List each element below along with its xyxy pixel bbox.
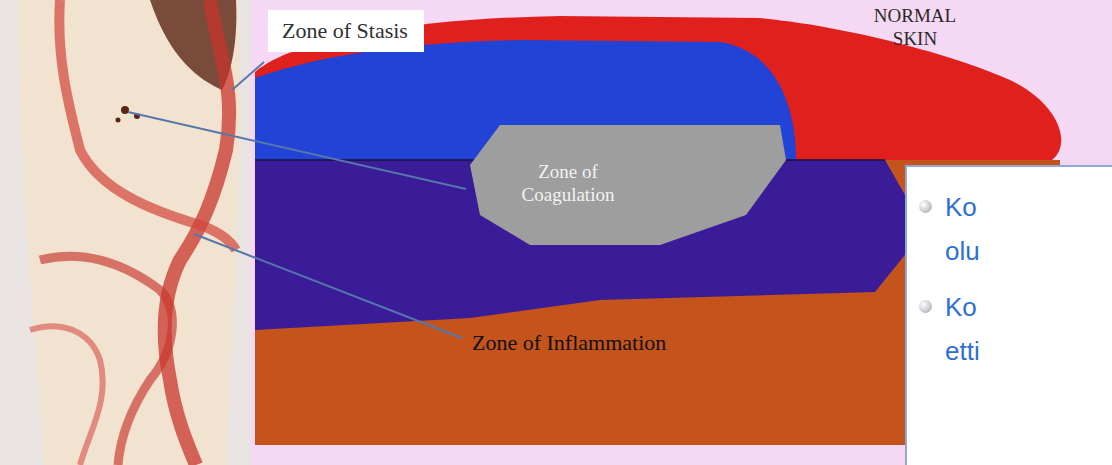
burn-spot bbox=[121, 106, 129, 114]
photo-ground bbox=[0, 0, 250, 465]
bullet-dot bbox=[919, 200, 932, 213]
coagulation-shape bbox=[470, 125, 786, 245]
burn-spot bbox=[116, 118, 121, 123]
coagulation-outline bbox=[468, 122, 790, 248]
burn-streak bbox=[30, 326, 103, 465]
zone-label: Zone of Coagulation bbox=[506, 160, 630, 206]
leg-skin bbox=[18, 0, 240, 465]
leader-line bbox=[232, 62, 264, 90]
region-label: NORMAL SKIN bbox=[856, 4, 974, 50]
zone-label: Zone of Stasis bbox=[282, 18, 410, 44]
bullet-panel: Ko olu Ko etti bbox=[905, 165, 1112, 465]
leader-line bbox=[194, 234, 462, 338]
bullet-dot bbox=[919, 300, 932, 313]
burn-streak bbox=[40, 256, 172, 465]
zone-label-box: Zone of Stasis bbox=[268, 10, 424, 52]
bullet-row: Ko olu bbox=[907, 185, 1112, 273]
leader-line bbox=[128, 112, 466, 189]
burn-streak bbox=[59, 0, 236, 250]
bullet-text: Ko olu bbox=[945, 185, 1007, 273]
bullet-text: Ko etti bbox=[945, 285, 1007, 373]
zone-label: Zone of Inflammation bbox=[472, 330, 666, 356]
leg-photo bbox=[0, 0, 250, 465]
bullet-row: Ko etti bbox=[907, 285, 1112, 373]
coagulation-zone: Zone of Coagulation bbox=[468, 122, 790, 248]
